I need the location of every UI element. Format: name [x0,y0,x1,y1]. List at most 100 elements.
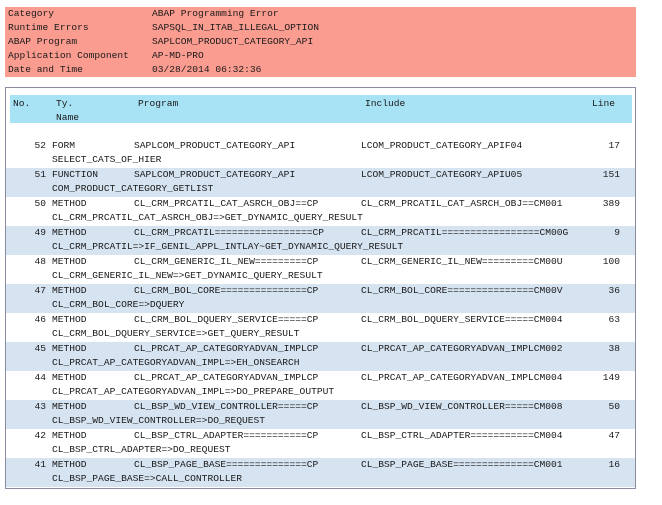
row-include: CL_PRCAT_AP_CATEGORYADVAN_IMPLCM004 [361,372,563,383]
row-program: CL_CRM_BOL_CORE===============CP [134,285,319,296]
row-number: 46 [34,314,46,325]
row-line: 17 [608,140,620,151]
row-type: METHOD [52,372,87,383]
header-value: ABAP Programming Error [152,8,279,19]
table-row[interactable]: 45 METHOD CL_PRCAT_AP_CATEGORYADVAN_IMPL… [6,342,635,371]
row-name: CL_BSP_CTRL_ADAPTER=>DO_REQUEST [52,444,231,455]
row-type: METHOD [52,343,87,354]
row-number: 42 [34,430,46,441]
row-number: 45 [34,343,46,354]
table-body: 52 FORM SAPLCOM_PRODUCT_CATEGORY_API LCO… [6,139,635,487]
row-program: CL_BSP_CTRL_ADAPTER===========CP [134,430,319,441]
table-row[interactable]: 49 METHOD CL_CRM_PRCATIL================… [6,226,635,255]
row-name: CL_CRM_PRCATIL_CAT_ASRCH_OBJ=>GET_DYNAMI… [52,212,363,223]
row-program: CL_BSP_WD_VIEW_CONTROLLER=====CP [134,401,319,412]
row-include: LCOM_PRODUCT_CATEGORY_APIU05 [361,169,523,180]
table-row[interactable]: 43 METHOD CL_BSP_WD_VIEW_CONTROLLER=====… [6,400,635,429]
row-name: CL_CRM_GENERIC_IL_NEW=>GET_DYNAMIC_QUERY… [52,270,323,281]
row-program: SAPLCOM_PRODUCT_CATEGORY_API [134,140,296,151]
header-key: Application Component [8,50,129,61]
row-include: CL_CRM_GENERIC_IL_NEW=========CM00U [361,256,563,267]
table-row[interactable]: 42 METHOD CL_BSP_CTRL_ADAPTER===========… [6,429,635,458]
row-include: LCOM_PRODUCT_CATEGORY_APIF04 [361,140,523,151]
table-row[interactable]: 52 FORM SAPLCOM_PRODUCT_CATEGORY_API LCO… [6,139,635,168]
row-type: FUNCTION [52,169,99,180]
row-line: 36 [608,285,620,296]
row-include: CL_CRM_BOL_DQUERY_SERVICE=====CM004 [361,314,563,325]
row-name: CL_CRM_PRCATIL=>IF_GENIL_APPL_INTLAY~GET… [52,241,404,252]
table-row[interactable]: 47 METHOD CL_CRM_BOL_CORE===============… [6,284,635,313]
header-value: AP-MD-PRO [152,50,204,61]
column-header-include: Include [365,98,406,109]
row-type: METHOD [52,459,87,470]
row-include: CL_CRM_PRCATIL_CAT_ASRCH_OBJ==CM001 [361,198,563,209]
header-row-category: Category ABAP Programming Error [5,7,636,21]
row-number: 49 [34,227,46,238]
row-name: CL_BSP_PAGE_BASE=>CALL_CONTROLLER [52,473,242,484]
row-line: 38 [608,343,620,354]
row-type: METHOD [52,401,87,412]
header-row-runtime-errors: Runtime Errors SAPSQL_IN_ITAB_ILLEGAL_OP… [5,21,636,35]
row-include: CL_PRCAT_AP_CATEGORYADVAN_IMPLCM002 [361,343,563,354]
header-value: SAPSQL_IN_ITAB_ILLEGAL_OPTION [152,22,319,33]
header-key: ABAP Program [8,36,78,47]
row-type: METHOD [52,256,87,267]
row-include: CL_CRM_BOL_CORE===============CM00V [361,285,563,296]
row-program: CL_CRM_PRCATIL=================CP [134,227,324,238]
row-type: FORM [52,140,76,151]
row-type: METHOD [52,227,87,238]
header-key: Date and Time [8,64,83,75]
table-row[interactable]: 46 METHOD CL_CRM_BOL_DQUERY_SERVICE=====… [6,313,635,342]
header-row-application-component: Application Component AP-MD-PRO [5,49,636,63]
row-line: 47 [608,430,620,441]
table-row[interactable]: 51 FUNCTION SAPLCOM_PRODUCT_CATEGORY_API… [6,168,635,197]
row-name: CL_CRM_BOL_DQUERY_SERVICE=>GET_QUERY_RES… [52,328,300,339]
call-stack-table: No. Ty. Program Include Line Name 52 FOR… [5,87,636,489]
table-header: No. Ty. Program Include Line Name [10,95,632,123]
column-header-type: Ty. [56,98,74,109]
row-program: CL_CRM_GENERIC_IL_NEW=========CP [134,256,319,267]
row-program: CL_CRM_PRCATIL_CAT_ASRCH_OBJ==CP [134,198,319,209]
row-type: METHOD [52,314,87,325]
row-number: 48 [34,256,46,267]
column-header-program: Program [138,98,179,109]
row-name: COM_PRODUCT_CATEGORY_GETLIST [52,183,214,194]
header-key: Runtime Errors [8,22,89,33]
row-include: CL_BSP_PAGE_BASE==============CM001 [361,459,563,470]
row-line: 50 [608,401,620,412]
row-program: CL_CRM_BOL_DQUERY_SERVICE=====CP [134,314,319,325]
row-line: 100 [602,256,620,267]
table-row[interactable]: 41 METHOD CL_BSP_PAGE_BASE==============… [6,458,635,487]
row-name: CL_PRCAT_AP_CATEGORYADVAN_IMPL=>EH_ONSEA… [52,357,300,368]
column-header-name: Name [56,112,80,123]
header-key: Category [8,8,55,19]
row-type: METHOD [52,430,87,441]
column-header-no: No. [13,98,31,109]
row-number: 47 [34,285,46,296]
row-type: METHOD [52,285,87,296]
row-name: CL_BSP_WD_VIEW_CONTROLLER=>DO_REQUEST [52,415,266,426]
row-name: CL_CRM_BOL_CORE=>DQUERY [52,299,185,310]
table-row[interactable]: 50 METHOD CL_CRM_PRCATIL_CAT_ASRCH_OBJ==… [6,197,635,226]
table-row[interactable]: 44 METHOD CL_PRCAT_AP_CATEGORYADVAN_IMPL… [6,371,635,400]
row-program: CL_BSP_PAGE_BASE==============CP [134,459,319,470]
row-number: 41 [34,459,46,470]
row-include: CL_CRM_PRCATIL=================CM00G [361,227,569,238]
header-row-date-and-time: Date and Time 03/28/2014 06:32:36 [5,63,636,77]
row-include: CL_BSP_WD_VIEW_CONTROLLER=====CM008 [361,401,563,412]
table-row[interactable]: 48 METHOD CL_CRM_GENERIC_IL_NEW=========… [6,255,635,284]
row-name: CL_PRCAT_AP_CATEGORYADVAN_IMPL=>DO_PREPA… [52,386,335,397]
row-line: 389 [602,198,620,209]
row-line: 63 [608,314,620,325]
row-number: 51 [34,169,46,180]
row-number: 43 [34,401,46,412]
row-line: 9 [614,227,620,238]
row-line: 151 [602,169,620,180]
row-program: CL_PRCAT_AP_CATEGORYADVAN_IMPLCP [134,343,319,354]
row-line: 149 [602,372,620,383]
row-include: CL_BSP_CTRL_ADAPTER===========CM004 [361,430,563,441]
row-program: CL_PRCAT_AP_CATEGORYADVAN_IMPLCP [134,372,319,383]
column-header-line: Line [592,98,616,109]
row-number: 52 [34,140,46,151]
row-number: 50 [34,198,46,209]
